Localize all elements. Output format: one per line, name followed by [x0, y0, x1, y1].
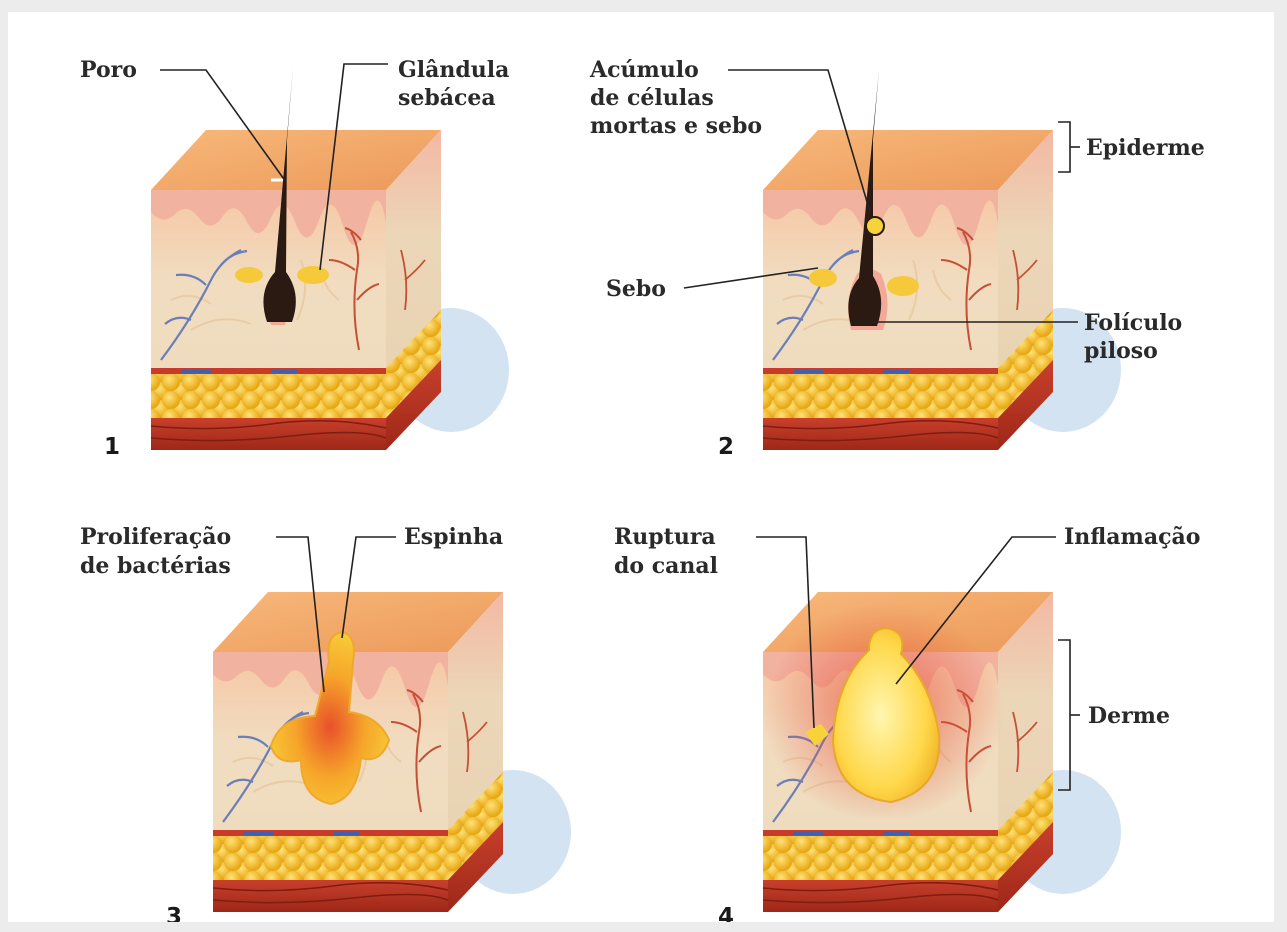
- label-derme: Derme: [1088, 703, 1170, 729]
- panel-number-3: 3: [166, 904, 182, 922]
- label-ruptura-1: Ruptura: [614, 524, 716, 550]
- panel-number-2: 2: [718, 434, 734, 460]
- label-poro: Poro: [80, 57, 137, 83]
- panel-number-1: 1: [104, 434, 120, 460]
- panel-number-4: 4: [718, 904, 734, 922]
- diagram-frame: Poro Glândula sebácea 1 Acúmulo de célul…: [8, 12, 1274, 922]
- label-espinha: Espinha: [404, 524, 503, 550]
- panel-3-skin-block: [213, 592, 571, 912]
- label-ruptura-2: do canal: [614, 553, 718, 579]
- label-proliferacao-1: Proliferação: [80, 524, 231, 550]
- label-epiderme: Epiderme: [1086, 135, 1205, 161]
- label-inflamacao: Inflamação: [1064, 524, 1200, 550]
- panel-2-skin-block: [763, 70, 1121, 450]
- label-acumulo-1: Acúmulo: [589, 57, 699, 83]
- label-foliculo-1: Folículo: [1084, 310, 1182, 336]
- panel-1-skin-block: [151, 68, 509, 450]
- label-acumulo-2: de células: [590, 85, 714, 111]
- label-sebo: Sebo: [606, 276, 666, 302]
- label-glandula-1: Glândula: [398, 57, 509, 83]
- acne-formation-diagram: Poro Glândula sebácea 1 Acúmulo de célul…: [8, 12, 1274, 922]
- label-foliculo-2: piloso: [1084, 338, 1158, 364]
- label-glandula-2: sebácea: [398, 85, 496, 111]
- label-proliferacao-2: de bactérias: [80, 553, 231, 579]
- label-acumulo-3: mortas e sebo: [590, 113, 762, 139]
